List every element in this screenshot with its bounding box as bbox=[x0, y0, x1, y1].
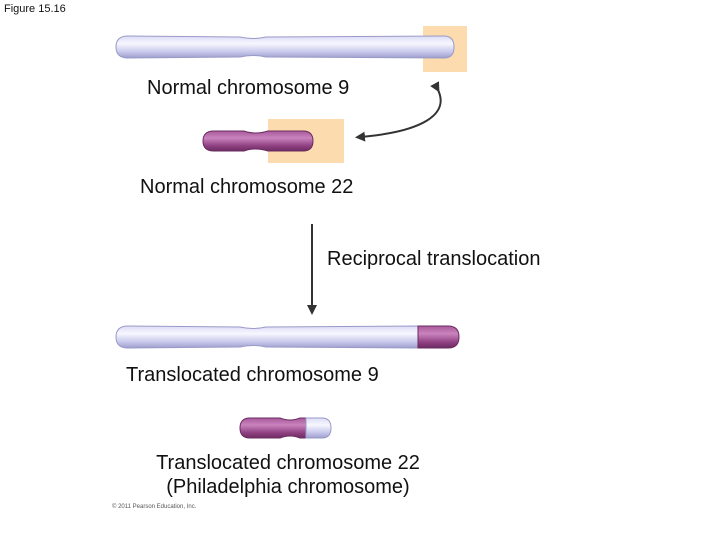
figure-label: Figure 15.16 bbox=[4, 3, 66, 15]
label-translocated-chromosome-22: Translocated chromosome 22 (Philadelphia… bbox=[118, 451, 458, 499]
exchange-arrow bbox=[355, 81, 442, 142]
label-normal-chromosome-22: Normal chromosome 22 bbox=[140, 176, 354, 198]
translocated-chromosome-22 bbox=[239, 417, 332, 439]
label-philadelphia-chromosome: (Philadelphia chromosome) bbox=[166, 476, 410, 498]
translocated-chromosome-9 bbox=[115, 325, 460, 349]
label-reciprocal-translocation: Reciprocal translocation bbox=[327, 248, 541, 270]
label-translocated-22-line1: Translocated chromosome 22 bbox=[156, 452, 420, 474]
normal-chromosome-22 bbox=[202, 130, 314, 152]
label-translocated-chromosome-9: Translocated chromosome 9 bbox=[126, 364, 379, 386]
copyright-notice: © 2011 Pearson Education, Inc. bbox=[112, 504, 197, 510]
normal-chromosome-9 bbox=[115, 35, 455, 59]
label-normal-chromosome-9: Normal chromosome 9 bbox=[147, 77, 350, 99]
